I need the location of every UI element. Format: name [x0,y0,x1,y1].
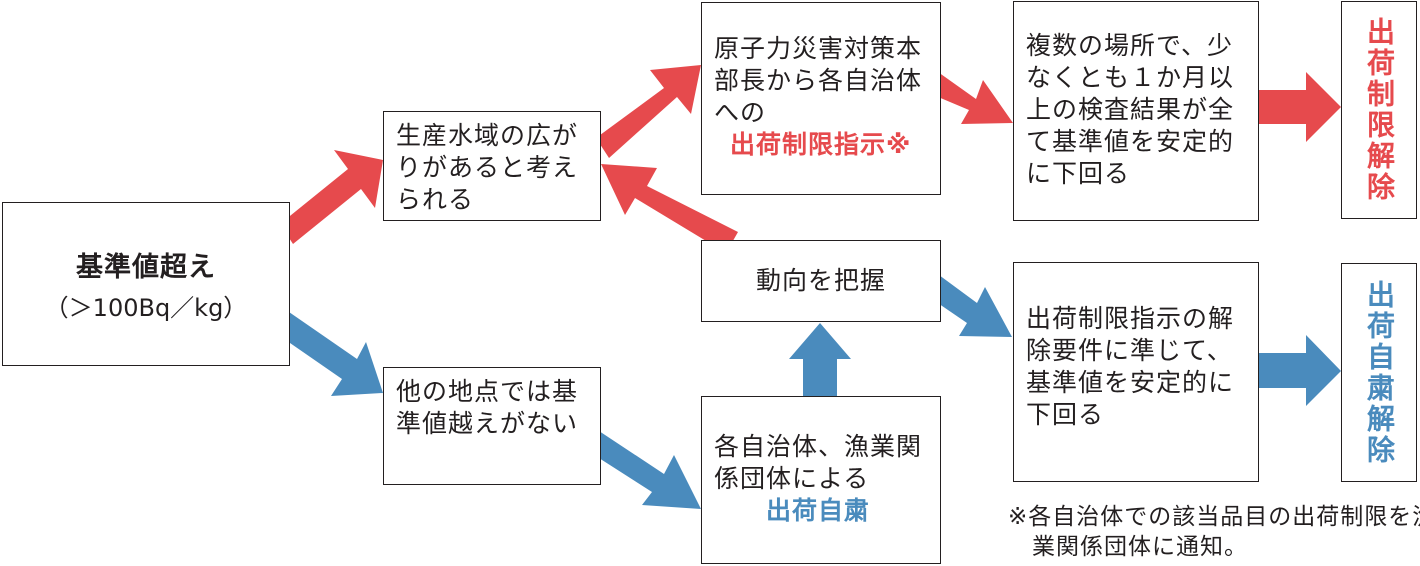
self-restraint-lifted-text: 出荷自粛解除 [1363,279,1396,466]
order-highlight: 出荷制限指示※ [730,130,912,159]
self-restraint-lift-condition-box: 出荷制限指示の解除要件に準じて、基準値を安定的に下回る [1013,262,1259,482]
arrow-other-to-self [588,429,701,509]
arrow-lift-to-final-red [1259,72,1341,142]
self-restraint-box: 各自治体、漁業関係団体による 出荷自粛 [701,396,941,564]
other-points-box: 他の地点では基準値越えがない [383,367,601,485]
arrow-self-to-trend [789,323,851,396]
arrow-base-to-other [277,312,383,396]
arrow-base-to-wide [280,150,383,244]
restriction-lift-condition-text: 複数の場所で、少なくとも１か月以上の検査結果が全て基準値を安定的に下回る [1026,31,1235,188]
arrow-lift-to-final-blue [1259,335,1341,406]
monitor-trend-text: 動向を把握 [755,266,886,295]
other-points-text: 他の地点では基準値越えがない [396,377,579,438]
exceeds-standard-title: 基準値超え [76,252,216,283]
exceeds-standard-box: 基準値超え （＞100Bq／kg） [2,202,290,366]
self-restraint-lift-condition-text: 出荷制限指示の解除要件に準じて、基準値を安定的に下回る [1026,304,1235,429]
wide-area-text: 生産水域の広がりがあると考えられる [396,121,579,214]
order-text: 原子力災害対策本部長から各自治体への [714,34,923,127]
self-restraint-lifted-box: 出荷自粛解除 [1341,263,1417,482]
arrow-trend-to-lift [929,275,1012,337]
restriction-lifted-box: 出荷制限解除 [1341,1,1417,219]
self-restraint-highlight: 出荷自粛 [766,496,871,525]
arrow-wide-to-order [596,65,701,158]
restriction-lift-condition-box: 複数の場所で、少なくとも１か月以上の検査結果が全て基準値を安定的に下回る [1013,1,1259,221]
exceeds-standard-threshold: （＞100Bq／kg） [44,294,248,322]
shipment-restriction-order-box: 原子力災害対策本部長から各自治体への 出荷制限指示※ [701,2,941,195]
arrow-order-to-lift [931,72,1013,124]
arrow-trend-to-wide [601,164,738,253]
restriction-lifted-text: 出荷制限解除 [1363,17,1396,203]
red-arrows [280,65,1341,253]
self-restraint-text: 各自治体、漁業関係団体による [714,432,923,493]
footnote: ※各自治体での該当品目の出荷制限を漁業関係団体に通知。 [1008,504,1420,560]
blue-arrows [277,275,1341,509]
wide-area-box: 生産水域の広がりがあると考えられる [383,111,601,221]
monitor-trend-box: 動向を把握 [701,240,941,322]
